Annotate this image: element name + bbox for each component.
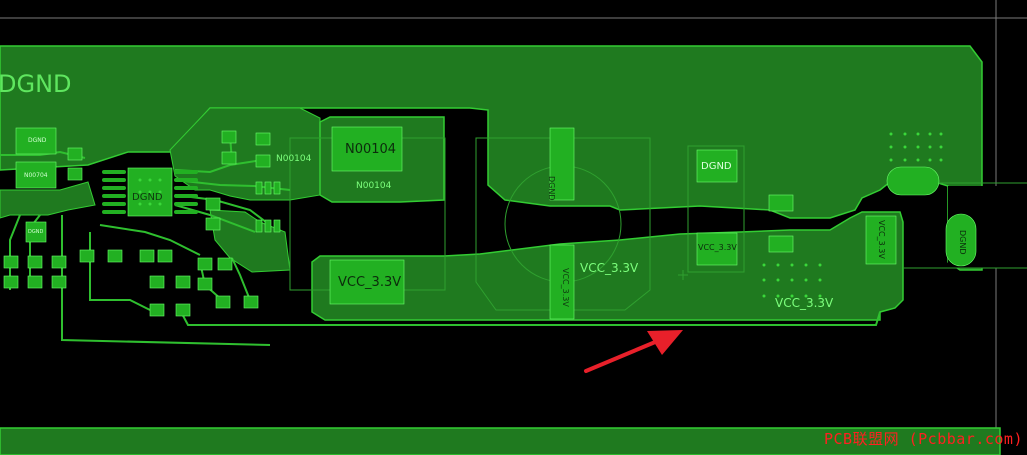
- via-array: [138, 132, 943, 298]
- pad-lb-10[interactable]: [157, 249, 173, 263]
- net-label-dgnd-large: DGND: [0, 70, 72, 98]
- pad-lb-4[interactable]: [3, 275, 19, 289]
- pad-label-cap-dgnd: DGND: [547, 176, 556, 201]
- pad-sm-g[interactable]: [273, 181, 281, 195]
- pad-dgnd-left[interactable]: [15, 127, 57, 155]
- pad-small-r2[interactable]: [768, 235, 794, 253]
- pad-sm-d[interactable]: [255, 154, 271, 168]
- pad-sm-b[interactable]: [255, 132, 271, 146]
- pad-label-vcc: VCC_3.3V: [338, 275, 402, 290]
- silk-outline-diode: [687, 145, 745, 273]
- pad-label-cap-vcc: VCC_3.3V: [561, 268, 570, 307]
- pad-vcc-right[interactable]: [865, 215, 897, 265]
- pad-lb-1[interactable]: [3, 255, 19, 269]
- pad-lb-13[interactable]: [149, 303, 165, 317]
- pad-cap-dgnd[interactable]: [549, 127, 575, 201]
- pad-lb-2[interactable]: [27, 255, 43, 269]
- pad-small-2[interactable]: [67, 167, 83, 181]
- copper-pour-bottom: [0, 427, 1001, 455]
- pad-lb-19[interactable]: [243, 295, 259, 309]
- trace-ic-top-2: [174, 179, 291, 191]
- pad-sm-h[interactable]: [255, 219, 263, 233]
- ic-label-dgnd: DGND: [132, 192, 163, 203]
- pad-dgnd-small[interactable]: [25, 221, 47, 243]
- trace-ic-4: [174, 204, 256, 233]
- pad-lb-8[interactable]: [107, 249, 123, 263]
- pad-label-vcc-right: VCC_3.3V: [877, 220, 886, 259]
- copper-pour-vcc[interactable]: [311, 211, 904, 321]
- pad-lb-9[interactable]: [139, 249, 155, 263]
- pad-small-1[interactable]: [67, 147, 83, 161]
- pad-sm-f[interactable]: [264, 181, 272, 195]
- pad-oval-dgnd[interactable]: [945, 213, 977, 267]
- pad-label-vcc-mid: VCC_3.3V: [698, 243, 737, 252]
- pad-cap-vcc[interactable]: [549, 244, 575, 320]
- pad-label-dgnd-tiny: DGND: [28, 229, 44, 235]
- pad-label-n00104: N00104: [345, 142, 397, 157]
- pad-lb-14[interactable]: [175, 303, 191, 317]
- pad-lb-15[interactable]: [197, 257, 213, 271]
- pad-lb-16[interactable]: [217, 257, 233, 271]
- pads: [3, 126, 977, 320]
- watermark-text: PCB联盟网 (Pcbbar.com): [824, 430, 1023, 448]
- trace-left-3: [89, 232, 151, 311]
- pad-sm-e[interactable]: [255, 181, 263, 195]
- ic-pins: [102, 170, 198, 214]
- pad-lb-6[interactable]: [51, 275, 67, 289]
- net-label-vcc-cap: VCC_3.3V: [580, 261, 639, 275]
- net-label-n00104-small-right: N00104: [356, 181, 392, 191]
- pad-lb-12[interactable]: [175, 275, 191, 289]
- trace-left-1: [9, 214, 21, 290]
- pad-lb-5[interactable]: [27, 275, 43, 289]
- pad-label-dgnd-mid: DGND: [701, 161, 732, 172]
- pad-sm-j[interactable]: [273, 219, 281, 233]
- net-label-n00104-small-left: N00104: [276, 154, 312, 164]
- trace-vcc-bottom: [179, 309, 881, 326]
- pad-sm-k[interactable]: [205, 197, 221, 211]
- pad-label-dgnd-left: DGND: [28, 137, 47, 144]
- red-arrow-icon: [584, 330, 683, 373]
- pad-diode-vcc[interactable]: [696, 232, 738, 266]
- pad-label-dgnd-right: DGND: [958, 230, 967, 255]
- pad-diode-dgnd[interactable]: [696, 149, 738, 183]
- pad-n00104[interactable]: [331, 126, 403, 172]
- pad-lb-11[interactable]: [149, 275, 165, 289]
- pad-small-r1[interactable]: [768, 194, 794, 212]
- pad-sm-c[interactable]: [221, 151, 237, 165]
- silk-outline-cap: [475, 137, 651, 311]
- pad-n00704[interactable]: [15, 161, 57, 189]
- trace-mid-3: [99, 224, 201, 256]
- pad-label-n00704: N00704: [24, 172, 48, 179]
- pad-lb-17[interactable]: [197, 277, 213, 291]
- pad-vcc[interactable]: [329, 259, 405, 305]
- trace-mid-2: [231, 257, 251, 301]
- pad-sm-i[interactable]: [264, 219, 272, 233]
- pad-oval-top[interactable]: [886, 166, 940, 196]
- net-label-vcc-bottom-right: VCC_3.3V: [775, 296, 834, 310]
- pad-lb-7[interactable]: [79, 249, 95, 263]
- pad-lb-18[interactable]: [215, 295, 231, 309]
- pad-sm-l[interactable]: [205, 217, 221, 231]
- copper-pour-left: [0, 181, 96, 219]
- pad-sm-a[interactable]: [221, 130, 237, 144]
- pad-lb-3[interactable]: [51, 255, 67, 269]
